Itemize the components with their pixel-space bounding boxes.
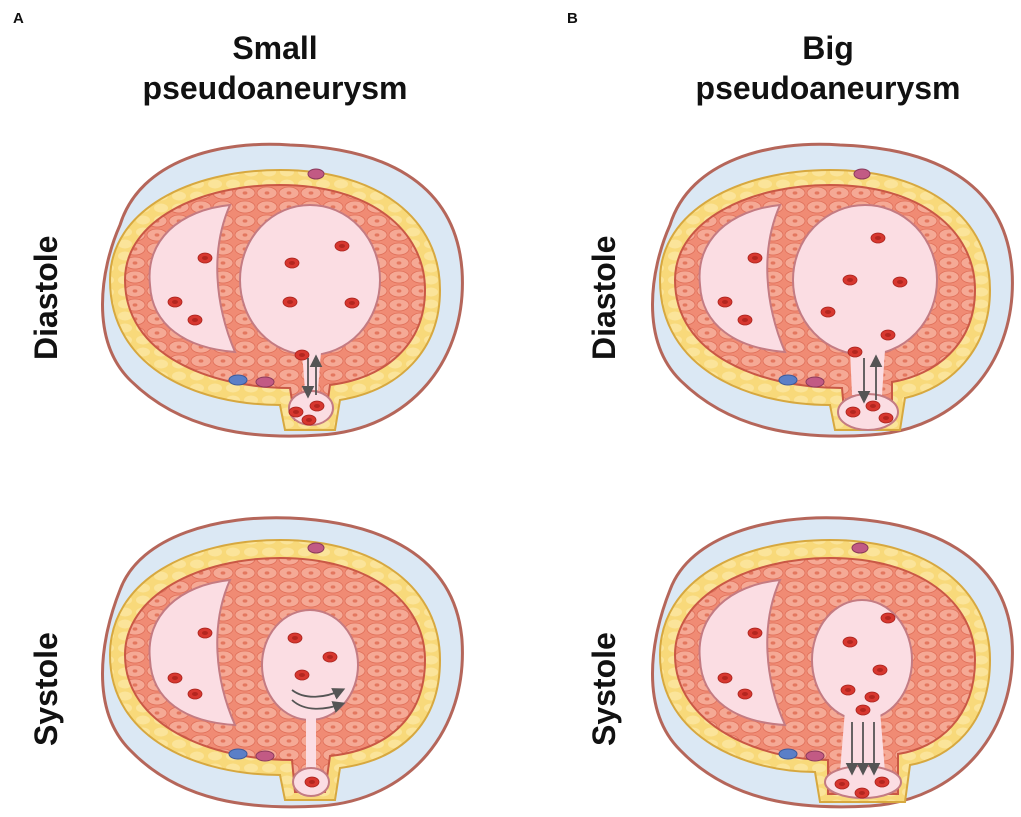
- red-blood-cell: [737, 314, 753, 326]
- artery: [255, 376, 275, 388]
- row-label-systole-a: Systole: [28, 632, 64, 746]
- left-ventricle-lumen: [792, 204, 938, 356]
- left-ventricle-lumen: [811, 599, 913, 721]
- right-ventricle-lumen: [148, 203, 237, 354]
- red-blood-cell: [872, 664, 888, 676]
- red-blood-cell: [880, 612, 896, 624]
- red-blood-cell: [820, 306, 836, 318]
- red-blood-cell: [287, 632, 303, 644]
- red-blood-cell: [284, 257, 300, 269]
- red-blood-cell: [294, 669, 310, 681]
- red-blood-cell: [282, 296, 298, 308]
- red-blood-cell: [309, 400, 325, 412]
- right-ventricle-lumen: [698, 203, 787, 354]
- red-blood-cell: [167, 296, 183, 308]
- red-blood-cell: [892, 276, 908, 288]
- title-line-2: pseudoaneurysm: [142, 70, 408, 106]
- red-blood-cell: [847, 346, 863, 358]
- column-title-small: Small pseudoaneurysm: [115, 28, 435, 108]
- title-line-1: Small: [232, 30, 318, 66]
- red-blood-cell: [717, 296, 733, 308]
- artery: [307, 168, 325, 180]
- flow-arrow-curved: [291, 688, 346, 700]
- red-blood-cell: [870, 232, 886, 244]
- vein: [228, 748, 248, 760]
- right-ventricle-lumen: [698, 578, 787, 727]
- red-blood-cell: [717, 672, 733, 684]
- diagram-big-diastole: [651, 142, 1014, 438]
- red-blood-cell: [878, 412, 894, 424]
- red-blood-cell: [874, 776, 890, 788]
- diagram-small-diastole: [101, 142, 464, 438]
- panel-letter-a: A: [13, 10, 24, 27]
- artery: [255, 750, 275, 762]
- artery: [307, 542, 325, 554]
- artery: [851, 542, 869, 554]
- diagram-small-systole: [101, 516, 464, 809]
- title-line-2: pseudoaneurysm: [695, 70, 961, 106]
- red-blood-cell: [880, 329, 896, 341]
- red-blood-cell: [197, 252, 213, 264]
- red-blood-cell: [737, 688, 753, 700]
- red-blood-cell: [842, 274, 858, 286]
- left-ventricle-lumen: [239, 204, 381, 356]
- artery: [805, 750, 825, 762]
- left-ventricle-lumen: [261, 609, 359, 721]
- red-blood-cell: [187, 314, 203, 326]
- pseudoaneurysm-neck: [306, 718, 316, 768]
- red-blood-cell: [854, 787, 870, 799]
- row-label-diastole-a: Diastole: [28, 235, 64, 360]
- red-blood-cell: [865, 400, 881, 412]
- flow-arrow-curved: [291, 699, 346, 713]
- diagram-big-systole: [651, 516, 1014, 809]
- red-blood-cell: [845, 406, 861, 418]
- title-line-1: Big: [802, 30, 854, 66]
- red-blood-cell: [288, 406, 304, 418]
- row-label-systole-b: Systole: [586, 632, 622, 746]
- red-blood-cell: [864, 691, 880, 703]
- red-blood-cell: [301, 414, 317, 426]
- red-blood-cell: [842, 636, 858, 648]
- red-blood-cell: [747, 252, 763, 264]
- vein: [778, 748, 798, 760]
- panel-letter-b: B: [567, 10, 578, 27]
- vein: [778, 374, 798, 386]
- row-label-diastole-b: Diastole: [586, 235, 622, 360]
- red-blood-cell: [167, 672, 183, 684]
- red-blood-cell: [304, 776, 320, 788]
- column-title-big: Big pseudoaneurysm: [668, 28, 988, 108]
- red-blood-cell: [197, 627, 213, 639]
- red-blood-cell: [322, 651, 338, 663]
- vein: [228, 374, 248, 386]
- red-blood-cell: [834, 778, 850, 790]
- red-blood-cell: [344, 297, 360, 309]
- red-blood-cell: [187, 688, 203, 700]
- artery: [805, 376, 825, 388]
- red-blood-cell: [855, 704, 871, 716]
- red-blood-cell: [747, 627, 763, 639]
- artery: [853, 168, 871, 180]
- red-blood-cell: [334, 240, 350, 252]
- red-blood-cell: [840, 684, 856, 696]
- right-ventricle-lumen: [148, 578, 237, 727]
- red-blood-cell: [294, 349, 310, 361]
